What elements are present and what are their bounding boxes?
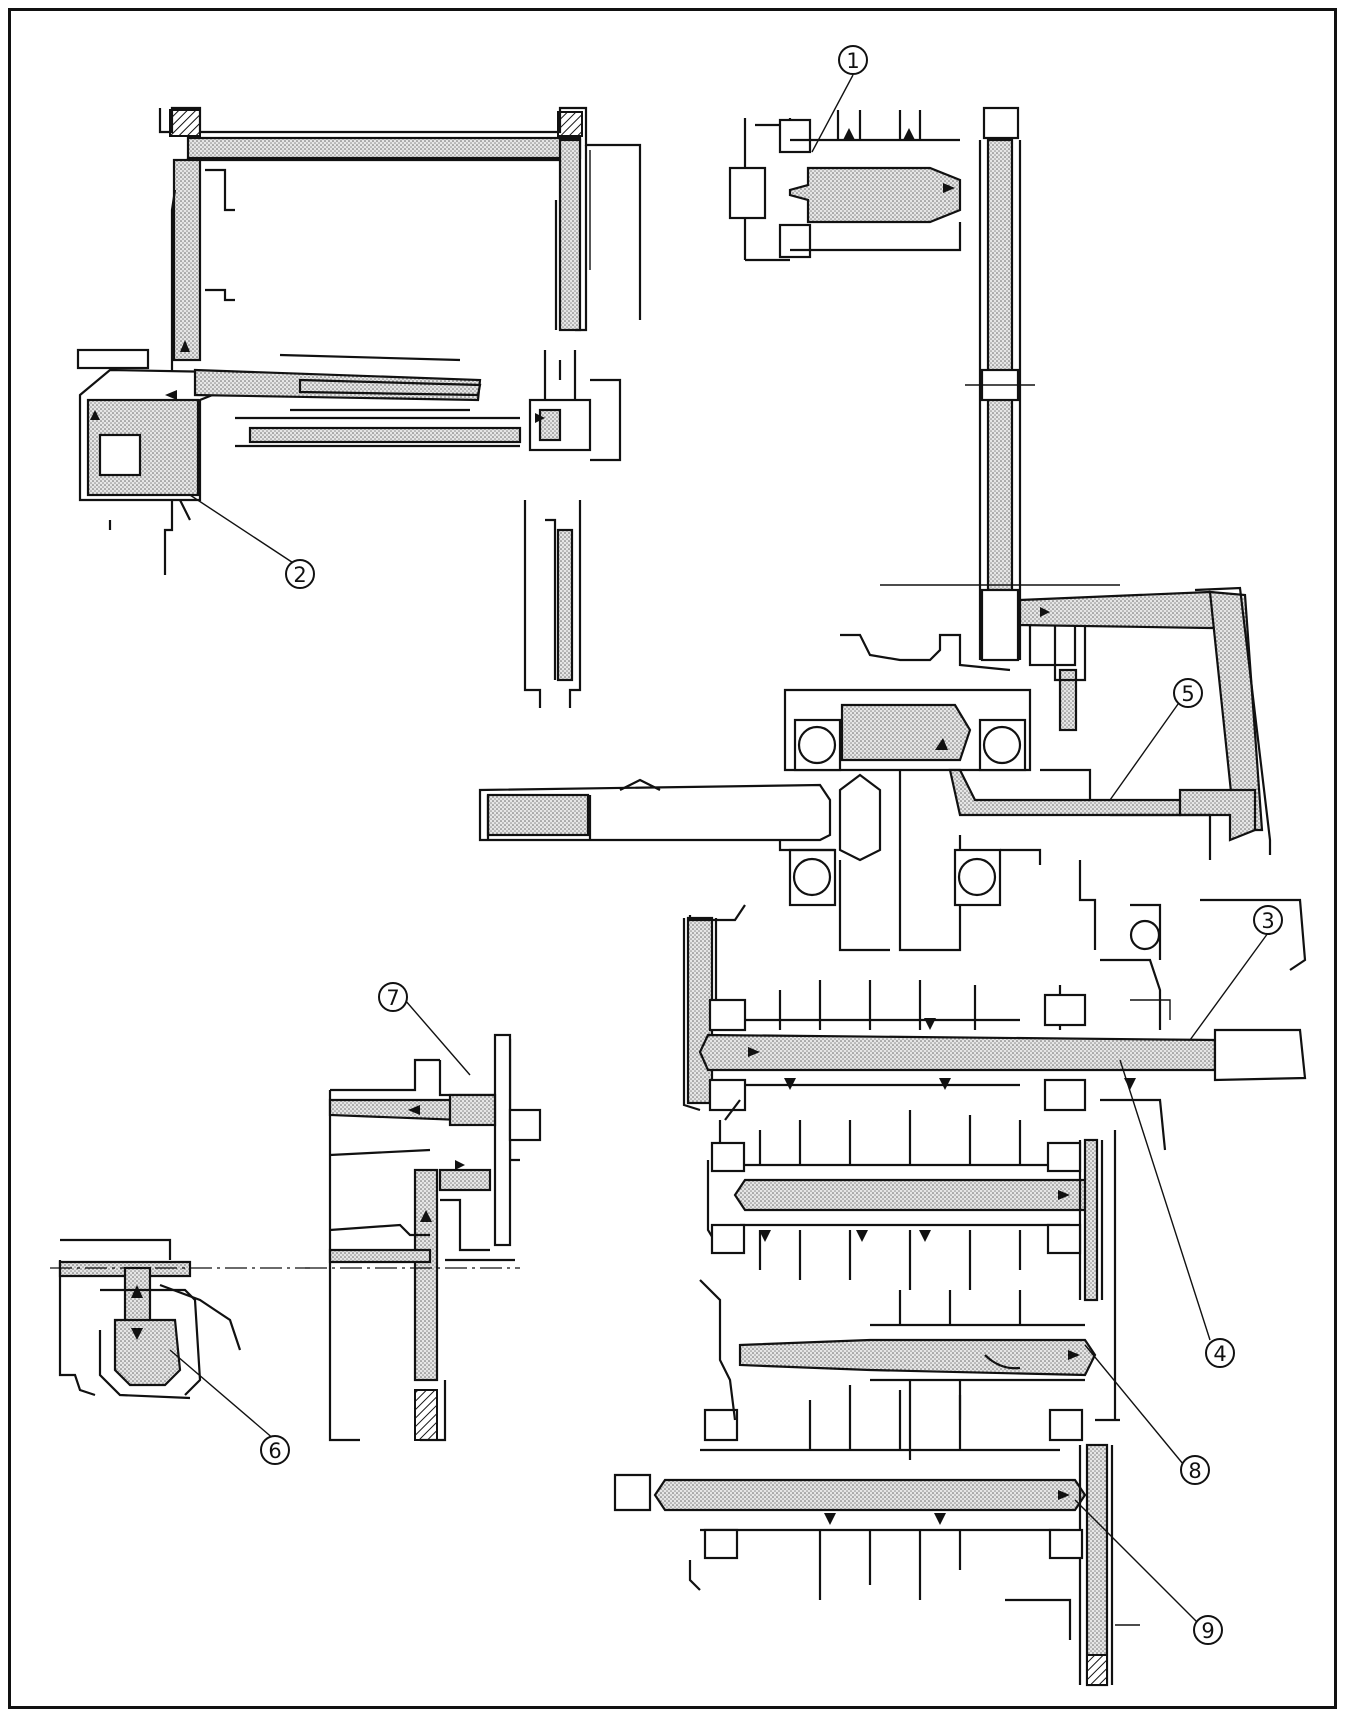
oil-strainer-section bbox=[50, 1238, 310, 1400]
transmission-main-axle bbox=[682, 898, 1307, 1151]
callout-2-label: 2 bbox=[293, 563, 306, 587]
callout-7-label: 7 bbox=[386, 986, 399, 1010]
shift-shaft bbox=[738, 1290, 1097, 1460]
callout-6: 6 bbox=[260, 1435, 290, 1465]
callout-1: 1 bbox=[838, 45, 868, 75]
callout-8: 8 bbox=[1180, 1455, 1210, 1485]
callout-4-label: 4 bbox=[1213, 1342, 1226, 1366]
callout-5-label: 5 bbox=[1181, 682, 1194, 706]
oil-pump-assembly bbox=[76, 106, 642, 708]
callout-6-label: 6 bbox=[268, 1439, 281, 1463]
oil-filter-section bbox=[305, 1033, 542, 1442]
callout-2: 2 bbox=[285, 559, 315, 589]
callout-8-label: 8 bbox=[1188, 1459, 1201, 1483]
callout-1-label: 1 bbox=[846, 49, 859, 73]
diagram-frame bbox=[8, 8, 1337, 1709]
callout-9-label: 9 bbox=[1201, 1619, 1214, 1643]
callout-5: 5 bbox=[1173, 678, 1203, 708]
crankshaft bbox=[478, 633, 1257, 952]
output-shaft bbox=[613, 1385, 1140, 1687]
transmission-drive-axle bbox=[706, 1110, 1104, 1302]
callout-3: 3 bbox=[1253, 905, 1283, 935]
callout-9: 9 bbox=[1193, 1615, 1223, 1645]
left-case-wall bbox=[688, 904, 1120, 1422]
callout-3-label: 3 bbox=[1261, 909, 1274, 933]
callout-7: 7 bbox=[378, 982, 408, 1012]
camshaft-oil-gallery bbox=[728, 106, 1272, 855]
callout-leaders bbox=[169, 74, 1269, 1626]
callout-4: 4 bbox=[1205, 1338, 1235, 1368]
